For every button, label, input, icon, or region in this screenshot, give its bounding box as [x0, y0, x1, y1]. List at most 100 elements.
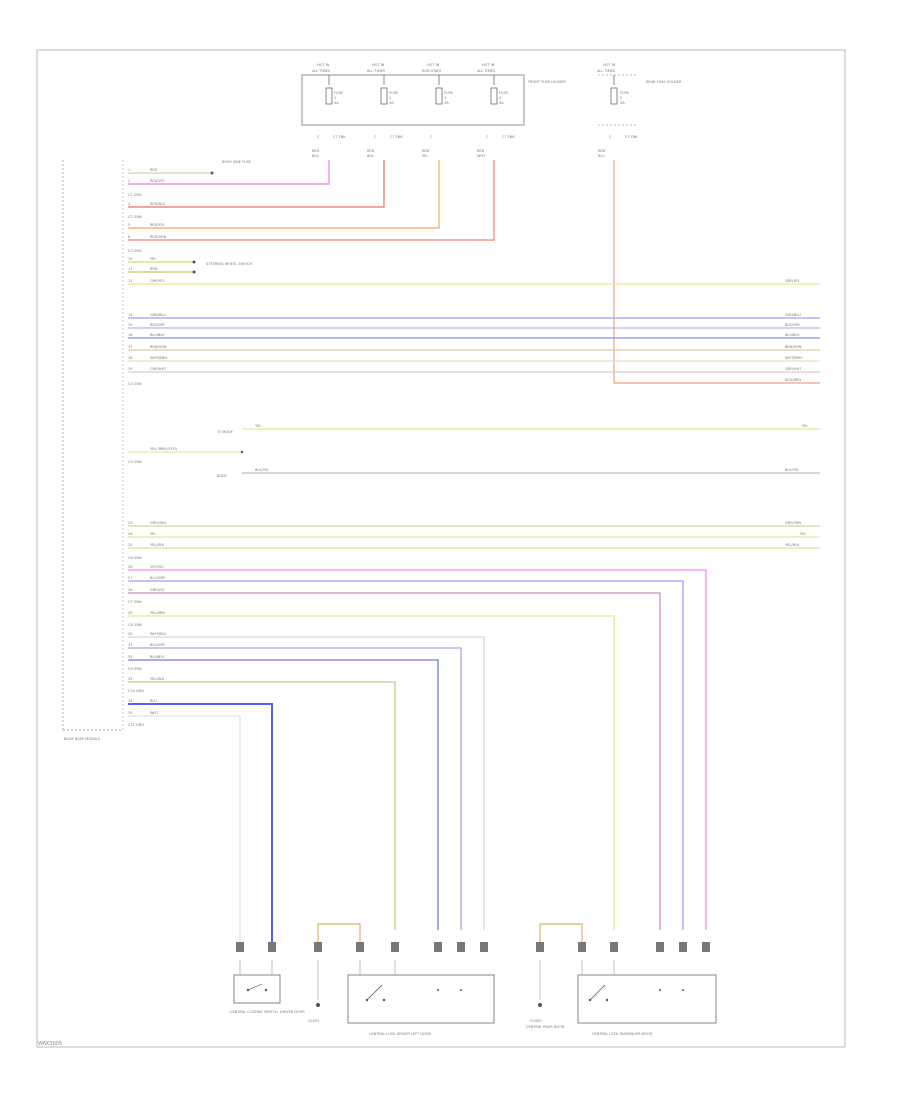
- fuse-1: HOT IN ALL TIMES FUSE 1 5A C C7 FBK RED …: [312, 63, 346, 158]
- group-a-labels: 14 GRN/BLU GRN/BLU 15 BLK/GRY BLK/GRY 16…: [128, 313, 802, 386]
- svg-text:C11 GRN: C11 GRN: [128, 723, 144, 727]
- svg-text:11: 11: [128, 267, 132, 271]
- svg-text:HOT IN: HOT IN: [482, 63, 495, 67]
- bus-wires: [128, 260, 820, 285]
- svg-text:GRN/BLU: GRN/BLU: [150, 313, 166, 317]
- svg-text:C7 FBK: C7 FBK: [333, 135, 346, 139]
- svg-text:YEL: YEL: [800, 532, 806, 536]
- svg-text:YEL/BLK: YEL/BLK: [150, 543, 165, 547]
- svg-text:FUSE: FUSE: [444, 91, 453, 95]
- svg-text:19: 19: [128, 367, 132, 371]
- svg-text:C3 GRN: C3 GRN: [128, 249, 142, 253]
- svg-text:26: 26: [128, 565, 132, 569]
- svg-text:REAR FUSE HOLDER: REAR FUSE HOLDER: [646, 80, 682, 84]
- svg-text:24: 24: [128, 532, 133, 536]
- svg-text:BLK: BLK: [367, 154, 374, 158]
- group-c-wires: [128, 569, 707, 945]
- svg-text:BLU: BLU: [598, 154, 605, 158]
- svg-text:YEL: YEL: [802, 424, 808, 428]
- svg-text:YEL: YEL: [255, 424, 261, 428]
- svg-text:FUSE: FUSE: [499, 91, 508, 95]
- svg-text:C: C: [317, 135, 320, 139]
- svg-text:27: 27: [128, 576, 132, 580]
- svg-text:RED: RED: [477, 149, 485, 153]
- svg-text:C: C: [609, 135, 612, 139]
- svg-text:2: 2: [389, 96, 391, 100]
- svg-text:HOT IN: HOT IN: [317, 63, 330, 67]
- svg-text:6: 6: [128, 235, 130, 239]
- svg-text:5A: 5A: [389, 101, 394, 105]
- svg-text:10: 10: [128, 257, 132, 261]
- svg-text:C7 FBK: C7 FBK: [390, 135, 403, 139]
- svg-text:RUN START: RUN START: [422, 69, 442, 73]
- svg-text:C7 FBK: C7 FBK: [502, 135, 515, 139]
- ground-1: G1001: [308, 923, 364, 1023]
- svg-text:5A: 5A: [499, 101, 504, 105]
- svg-text:YEL/BLK: YEL/BLK: [785, 543, 800, 547]
- group-b-wires: [128, 525, 820, 549]
- svg-text:32: 32: [128, 655, 132, 659]
- svg-text:BRN/GRN: BRN/GRN: [150, 345, 167, 349]
- svg-text:5A: 5A: [334, 101, 339, 105]
- ground-2: G1002 CENTRAL REAR DOOR: [526, 923, 586, 1029]
- svg-text:ALL TIMES: ALL TIMES: [367, 69, 386, 73]
- svg-text:5: 5: [128, 223, 130, 227]
- rear-fuse-holder: HOT IN ALL TIMES FUSE 5 5A REAR FUSE HOL…: [597, 63, 682, 158]
- svg-text:YEL: YEL: [422, 154, 428, 158]
- svg-text:25: 25: [128, 543, 132, 547]
- svg-text:BLK/GRY: BLK/GRY: [150, 323, 166, 327]
- svg-text:BLK/YEL: BLK/YEL: [255, 468, 269, 472]
- svg-text:30: 30: [128, 632, 132, 636]
- svg-text:C5 GRN: C5 GRN: [128, 460, 142, 464]
- svg-text:FUSE: FUSE: [389, 91, 398, 95]
- middle-labels: TO BODY YEL YEL YEL/ BRN (ECO) C5 GRN BO…: [128, 424, 808, 478]
- svg-text:BLU/GRY: BLU/GRY: [150, 643, 166, 647]
- svg-text:C7 GRN: C7 GRN: [128, 600, 142, 604]
- svg-text:C: C: [374, 135, 377, 139]
- front-fuse-holder: FRONT FUSE HOLDER HOT IN ALL TIMES FUSE …: [301, 63, 566, 158]
- svg-text:31: 31: [128, 643, 132, 647]
- svg-text:GRY/WHT: GRY/WHT: [150, 367, 167, 371]
- lock-left-label: CENTRAL LOCK DRIVER LEFT DOOR: [369, 1032, 431, 1036]
- svg-text:4: 4: [499, 96, 502, 100]
- svg-text:WHT/BLU: WHT/BLU: [150, 632, 167, 636]
- svg-text:BLU: BLU: [150, 699, 157, 703]
- svg-text:34: 34: [128, 699, 133, 703]
- svg-text:C9 GRN: C9 GRN: [128, 667, 142, 671]
- svg-text:C: C: [486, 135, 489, 139]
- svg-text:YEL/BLK: YEL/BLK: [150, 677, 165, 681]
- svg-text:STEERING WHEEL SWITCH: STEERING WHEEL SWITCH: [206, 262, 252, 266]
- svg-text:HOT IN: HOT IN: [372, 63, 385, 67]
- svg-text:RED/YEL: RED/YEL: [150, 223, 165, 227]
- svg-text:BLU/BLK: BLU/BLK: [150, 655, 165, 659]
- svg-text:C10 GRN: C10 GRN: [128, 689, 144, 693]
- fuse-3: HOT IN RUN START FUSE 3 5A C RED YEL: [422, 63, 453, 158]
- module-label: BODY BASE MODULE: [64, 737, 100, 741]
- svg-text:BLU/GRY: BLU/GRY: [150, 576, 166, 580]
- svg-text:28: 28: [128, 588, 132, 592]
- fuse-wires: [128, 160, 820, 384]
- svg-text:YEL/ BRN (ECO): YEL/ BRN (ECO): [150, 447, 178, 451]
- svg-text:5: 5: [620, 96, 622, 100]
- svg-text:WHT: WHT: [477, 154, 486, 158]
- svg-text:CENTRAL REAR DOOR: CENTRAL REAR DOOR: [526, 1025, 565, 1029]
- svg-text:GRN/BLU: GRN/BLU: [785, 313, 801, 317]
- svg-text:3: 3: [444, 96, 446, 100]
- svg-text:G1002: G1002: [530, 1019, 542, 1023]
- svg-text:YEL: YEL: [150, 257, 156, 261]
- svg-text:17: 17: [128, 345, 132, 349]
- svg-text:RED: RED: [367, 149, 375, 153]
- svg-text:BRN/GRN: BRN/GRN: [785, 345, 802, 349]
- svg-text:5A: 5A: [620, 101, 625, 105]
- svg-text:VIO/YEL: VIO/YEL: [150, 565, 164, 569]
- svg-text:5A: 5A: [444, 101, 449, 105]
- svg-text:YEL/BRN: YEL/BRN: [150, 611, 165, 615]
- diagram-border: [36, 49, 846, 1048]
- svg-text:GRY/YEL: GRY/YEL: [150, 279, 165, 283]
- svg-text:RED: RED: [598, 149, 606, 153]
- svg-text:C2 GRN: C2 GRN: [128, 215, 142, 219]
- svg-text:BLK/GRY: BLK/GRY: [785, 323, 801, 327]
- svg-text:HOT IN: HOT IN: [427, 63, 440, 67]
- svg-text:TO BODY: TO BODY: [216, 430, 234, 434]
